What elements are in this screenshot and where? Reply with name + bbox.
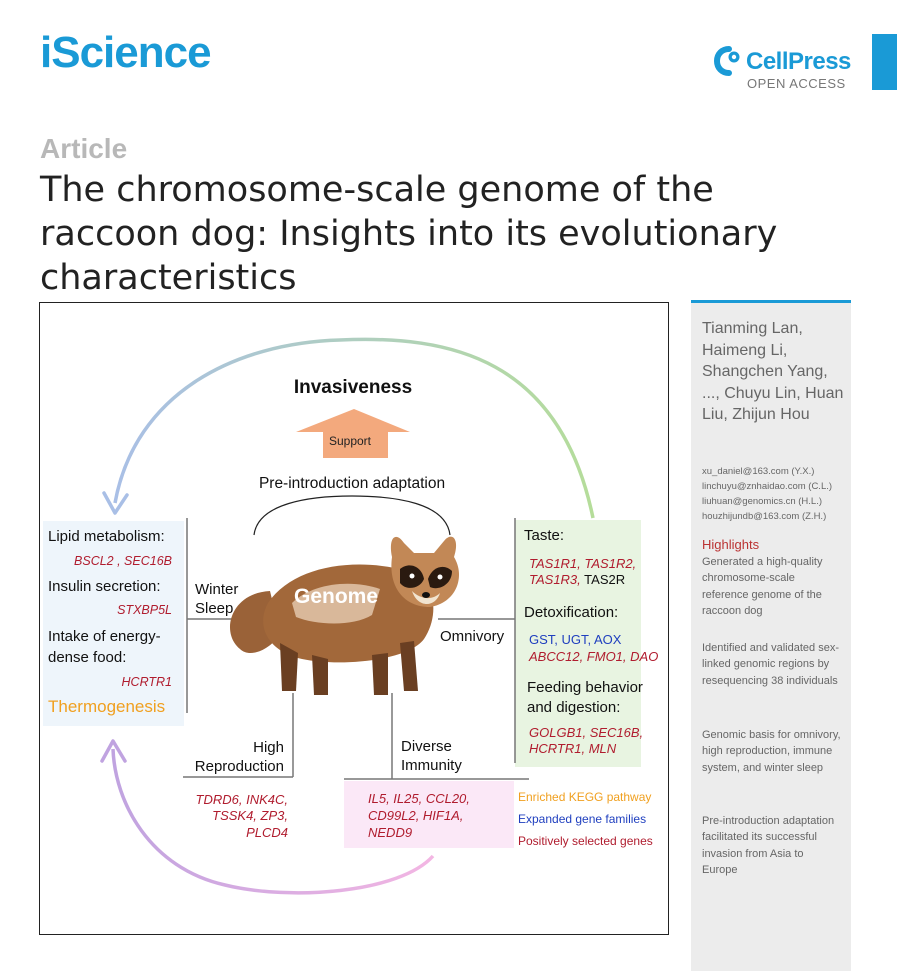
legend-expanded: Expanded gene families (518, 812, 646, 826)
raccoon-dog-illustration-icon (230, 536, 460, 695)
pre-introduction-label: Pre-introduction adaptation (259, 475, 445, 492)
genome-label: Genome (294, 585, 378, 608)
email-link[interactable]: linchuyu@znhaidao.com (C.L.) (702, 481, 833, 492)
repro-genes-1: TDRD6, INK4C, (196, 792, 288, 807)
taste-genes-1: TAS1R1, TAS1R2, (529, 556, 636, 571)
intake-label-1: Intake of energy- (48, 628, 161, 645)
right-trait-panel (515, 520, 641, 767)
detox-genes-1: GST, UGT, AOX (529, 632, 622, 647)
cycle-arrow-top-head-icon (102, 491, 129, 515)
feeding-label-2: and digestion: (527, 699, 620, 716)
cycle-arrow-bottom (111, 748, 435, 895)
legend-kegg: Enriched KEGG pathway (518, 790, 651, 804)
feeding-genes-2: HCRTR1, MLN (529, 741, 617, 756)
lipid-genes: BSCL2 , SEC16B (74, 554, 172, 568)
email-link[interactable]: xu_daniel@163.com (Y.X.) (702, 466, 815, 477)
highlight-item: Identified and validated sex-linked geno… (702, 642, 839, 687)
author-list: Tianming Lan, Haimeng Li, Shangchen Yang… (702, 320, 844, 423)
email-link[interactable]: liuhuan@genomics.cn (H.L.) (702, 496, 823, 507)
winter-label: Winter (195, 581, 238, 598)
sidebar-panel (691, 300, 851, 971)
email-link[interactable]: houzhijundb@163.com (Z.H.) (702, 511, 827, 522)
immunity-genes-3: NEDD9 (368, 825, 412, 840)
intake-genes: HCRTR1 (122, 675, 172, 689)
insulin-secretion-label: Insulin secretion: (48, 578, 161, 595)
article-title: The chromosome-scale genome of the racco… (40, 170, 778, 298)
contact-emails: xu_daniel@163.com (Y.X.) linchuyu@znhaid… (702, 464, 850, 524)
open-access-label: OPEN ACCESS (747, 76, 846, 91)
support-arrow-icon (296, 409, 410, 458)
article-type: Article (40, 133, 128, 164)
cycle-arrow-top (113, 337, 595, 519)
cellpress-logo-icon (714, 46, 740, 76)
sleep-label: Sleep (195, 600, 233, 617)
immunity-genes-2: CD99L2, HIF1A, (368, 808, 463, 823)
journal-logo: iScience (40, 28, 212, 77)
highlight-item: Genomic basis for omnivory, high reprodu… (702, 729, 841, 774)
feeding-genes-1: GOLGB1, SEC16B, (529, 725, 643, 740)
legend-positive: Positively selected genes (518, 834, 653, 848)
publisher-name: CellPress (746, 48, 851, 75)
detoxification-label: Detoxification: (524, 604, 618, 621)
left-trait-panel (43, 521, 184, 726)
invasiveness-label: Invasiveness (294, 377, 412, 398)
thermogenesis-label: Thermogenesis (48, 697, 165, 716)
immunity-label: Immunity (401, 757, 462, 774)
immunity-genes-1: IL5, IL25, CCL20, (368, 791, 470, 806)
detox-genes-2: ABCC12, FMO1, DAO (528, 649, 658, 664)
brand-tab (872, 34, 897, 90)
highlights-heading: Highlights (702, 537, 760, 552)
high-label: High (253, 739, 284, 756)
feeding-label-1: Feeding behavior (527, 679, 643, 696)
cycle-arrow-bottom-head-icon (100, 739, 127, 763)
repro-genes-3: PLCD4 (246, 825, 288, 840)
support-label: Support (329, 434, 372, 448)
repro-genes-2: TSSK4, ZP3, (212, 808, 288, 823)
immunity-gene-panel (344, 781, 514, 848)
taste-genes-2: TAS1R3, TAS2R (529, 572, 625, 587)
genome-bracket (253, 495, 451, 536)
intake-label-2: dense food: (48, 649, 126, 666)
diverse-label: Diverse (401, 738, 452, 755)
omnivory-label: Omnivory (440, 628, 505, 645)
lipid-metabolism-label: Lipid metabolism: (48, 528, 165, 545)
graphical-abstract: Invasiveness Support Pre-introduction ad… (39, 302, 669, 935)
insulin-genes: STXBP5L (117, 603, 172, 617)
highlight-item: Generated a high-quality chromosome-scal… (702, 556, 823, 617)
reproduction-label: Reproduction (195, 758, 284, 775)
taste-label: Taste: (524, 527, 564, 544)
highlight-item: Pre-introduction adaptation facilitated … (702, 815, 835, 876)
